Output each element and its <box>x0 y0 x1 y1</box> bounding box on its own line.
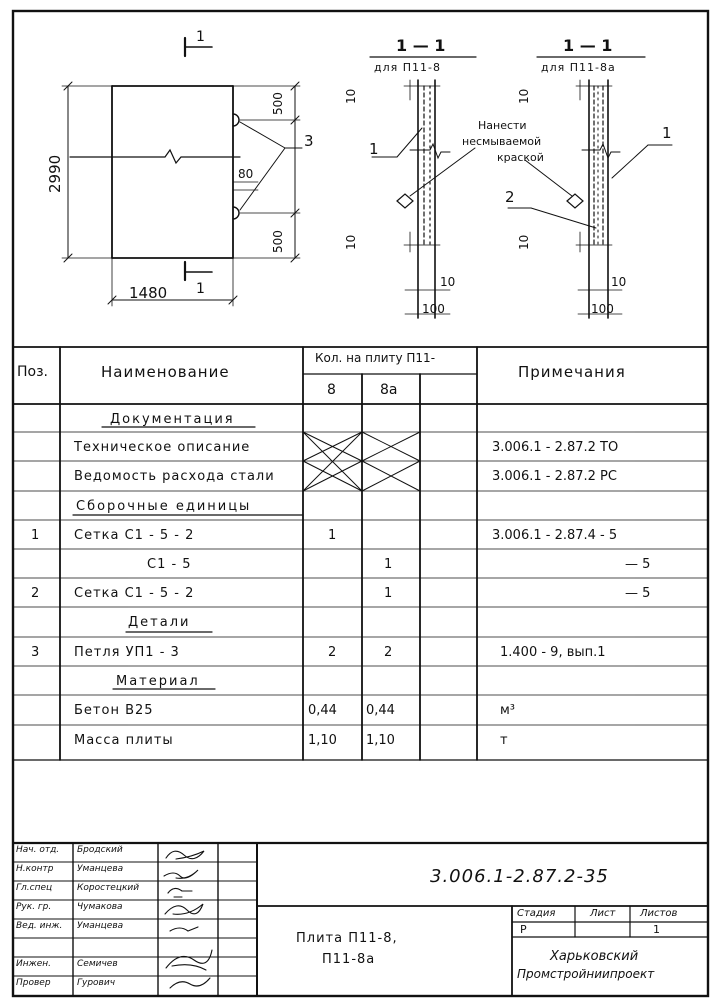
signer-name: Коростецкий <box>77 883 140 893</box>
signer-role: Вед. инж. <box>16 921 63 931</box>
callout-1-a: 1 <box>369 140 379 158</box>
row-name: Техническое описание <box>74 440 251 455</box>
section-a <box>369 56 477 319</box>
signer-name: Уманцева <box>77 864 124 874</box>
sheets-label: Листов <box>640 908 678 919</box>
signer-name: Гурович <box>77 978 116 988</box>
row-note: м³ <box>500 703 516 718</box>
row-name: Петля УП1 - 3 <box>74 645 180 660</box>
row-qty-8a: 1,10 <box>366 733 395 748</box>
sheet-label: Лист <box>590 908 616 919</box>
header-qty: Кол. на плиту П11- <box>315 351 436 365</box>
dim-10-b-bottom: 10 <box>517 234 531 250</box>
section-title: Документация <box>110 412 235 427</box>
row-qty-8: 1,10 <box>308 733 337 748</box>
dim-10-a-horiz: 10 <box>440 275 456 289</box>
section-b <box>507 56 673 319</box>
section-b-sub: для П11-8а <box>541 61 616 74</box>
org-line-2: Промстройниипроект <box>517 967 655 981</box>
header-qty-8a: 8а <box>380 382 398 398</box>
callout-3: 3 <box>304 132 314 150</box>
stage-value: Р <box>520 923 527 936</box>
doc-code: 3.006.1-2.87.2-35 <box>430 866 609 887</box>
row-name: Сетка С1 - 5 - 2 <box>74 586 195 601</box>
signer-role: Провер <box>16 978 51 988</box>
stage-label: Стадия <box>517 908 556 919</box>
row-qty-8: 1 <box>328 528 337 543</box>
row-qty-8: 0,44 <box>308 703 337 718</box>
row-name: Сетка С1 - 5 - 2 <box>74 528 195 543</box>
header-qty-8: 8 <box>327 382 336 398</box>
signer-name: Семичев <box>77 959 118 969</box>
dim-100-a: 100 <box>422 302 445 316</box>
row-note: 3.006.1 - 2.87.2 ТО <box>492 440 619 455</box>
note-line-2: несмываемой <box>462 135 542 148</box>
product-line-2: П11-8а <box>322 952 376 967</box>
signer-name: Бродский <box>77 845 123 855</box>
row-qty-8a: 1 <box>384 557 393 572</box>
row-qty-8a: 1 <box>384 586 393 601</box>
signer-role: Нач. отд. <box>16 845 60 855</box>
row-note: т <box>500 733 508 748</box>
header-notes: Примечания <box>518 363 626 381</box>
signer-role: Инжен. <box>16 959 52 969</box>
row-note: 1.400 - 9, вып.1 <box>500 645 606 660</box>
header-pos: Поз. <box>17 364 48 380</box>
callout-1-b: 1 <box>662 124 672 142</box>
section-b-title: 1 — 1 <box>563 36 613 55</box>
row-name: С1 - 5 <box>147 557 192 572</box>
row-qty-8: 2 <box>328 645 337 660</box>
callout-2: 2 <box>505 188 515 206</box>
sheet-frame <box>11 9 710 998</box>
header-name: Наименование <box>101 363 230 381</box>
signer-role: Гл.спец <box>16 883 53 893</box>
dim-10-a-top: 10 <box>344 88 358 104</box>
row-qty-8a: 0,44 <box>366 703 395 718</box>
signer-role: Рук. гр. <box>16 902 52 912</box>
row-note: — 5 <box>625 586 651 601</box>
section-title: Материал <box>116 674 200 689</box>
signer-role: Н.контр <box>16 864 54 874</box>
dim-80: 80 <box>238 167 254 181</box>
plan-view <box>61 36 303 307</box>
dim-10-a-bottom: 10 <box>344 234 358 250</box>
section-a-sub: для П11-8 <box>374 61 441 74</box>
dim-10-b-horiz: 10 <box>611 275 627 289</box>
dim-500-top: 500 <box>271 92 285 115</box>
org-line-1: Харьковский <box>550 949 639 964</box>
row-pos: 2 <box>31 586 40 601</box>
product-line-1: Плита П11-8, <box>296 931 398 946</box>
spec-table-lines <box>12 346 709 761</box>
section-a-title: 1 — 1 <box>396 36 446 55</box>
dim-height: 2990 <box>46 154 64 193</box>
dim-500-bottom: 500 <box>271 230 285 253</box>
section-title: Сборочные единицы <box>76 499 252 514</box>
dim-10-b-top: 10 <box>517 88 531 104</box>
section-title: Детали <box>128 615 191 630</box>
row-name: Масса плиты <box>74 733 174 748</box>
dim-width: 1480 <box>129 284 168 302</box>
signer-name: Чумакова <box>77 902 123 912</box>
row-qty-8a: 2 <box>384 645 393 660</box>
title-block-lines <box>11 841 710 997</box>
row-name: Ведомость расхода стали <box>74 469 275 484</box>
row-pos: 3 <box>31 645 40 660</box>
row-note: 3.006.1 - 2.87.2 РС <box>492 469 617 484</box>
row-note: — 5 <box>625 557 651 572</box>
sheets-value: 1 <box>653 923 660 936</box>
row-note: 3.006.1 - 2.87.4 - 5 <box>492 528 618 543</box>
section-mark-bottom: 1 <box>196 281 205 297</box>
row-name: Бетон В25 <box>74 703 154 718</box>
signer-name: Уманцева <box>77 921 124 931</box>
note-line-3: краской <box>497 151 544 164</box>
row-pos: 1 <box>31 528 40 543</box>
signature-scribbles <box>163 850 213 989</box>
section-mark-top: 1 <box>196 29 205 45</box>
note-line-1: Нанести <box>478 119 527 132</box>
dim-100-b: 100 <box>591 302 614 316</box>
